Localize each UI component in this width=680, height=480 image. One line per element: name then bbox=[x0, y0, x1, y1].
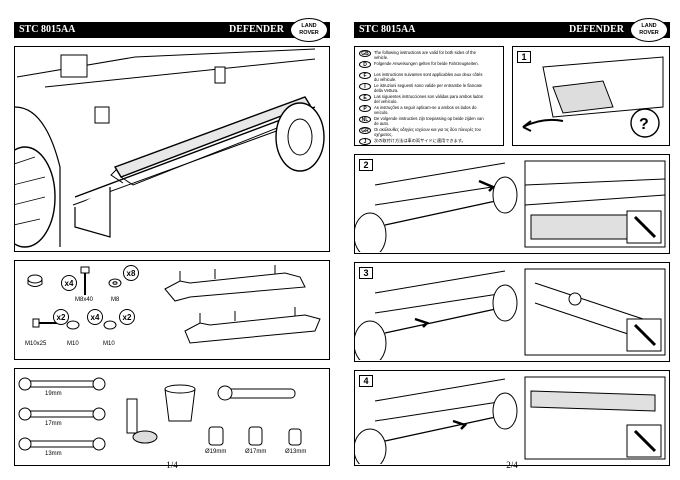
step-1-panel: 1 ? bbox=[512, 46, 670, 146]
part-label: M8x40 bbox=[75, 297, 94, 303]
step-2-panel: 2 bbox=[354, 154, 670, 254]
vehicle-side-step-illustration bbox=[14, 46, 330, 252]
step-number: 1 bbox=[517, 51, 531, 63]
part-code: STC 8015AA bbox=[359, 24, 416, 35]
page-number: 2/4 bbox=[506, 460, 518, 470]
step-number: 2 bbox=[359, 159, 373, 171]
step-number: 3 bbox=[359, 267, 373, 279]
socket-size-label: Ø19mm bbox=[205, 449, 227, 455]
qty-badge: x2 bbox=[119, 309, 135, 325]
step-2-drawing bbox=[355, 160, 666, 252]
socket-size-label: Ø17mm bbox=[245, 449, 267, 455]
wrench-size-label: 17mm bbox=[45, 421, 62, 427]
tools-panel: 19mm 17mm 13mm Ø19mm Ø17mm Ø13mm bbox=[14, 368, 330, 466]
wrench-size-label: 19mm bbox=[45, 391, 62, 397]
qty-badge: x2 bbox=[53, 309, 69, 325]
qty-badge: x8 bbox=[123, 265, 139, 281]
wrench-size-label: 13mm bbox=[45, 451, 62, 457]
parts-panel: x4 M8x40 x8 M8 x2 M10x25 x4 M10 x2 M10 bbox=[14, 260, 330, 360]
page-number: 1/4 bbox=[166, 460, 178, 470]
qty-badge: x4 bbox=[87, 309, 103, 325]
part-code: STC 8015AA bbox=[19, 24, 76, 35]
model-name: DEFENDER bbox=[568, 24, 624, 35]
part-label: M8 bbox=[111, 297, 120, 303]
step-3-panel: 3 bbox=[354, 262, 670, 362]
part-label: M10x25 bbox=[25, 341, 47, 347]
qty-badge: x4 bbox=[61, 275, 77, 291]
tools-drawing bbox=[18, 377, 302, 451]
part-label: M10 bbox=[103, 341, 115, 347]
step-4-drawing bbox=[355, 376, 666, 464]
socket-size-label: Ø13mm bbox=[285, 449, 307, 455]
step-1-drawing: ? bbox=[522, 56, 664, 138]
step-3-drawing bbox=[355, 268, 666, 360]
step-4-panel: 4 bbox=[354, 370, 670, 466]
vehicle-side-drawing bbox=[15, 48, 325, 248]
step-number: 4 bbox=[359, 375, 373, 387]
part-label: M10 bbox=[67, 341, 79, 347]
parts-drawing bbox=[27, 265, 321, 344]
svg-text:?: ? bbox=[639, 116, 649, 133]
model-name: DEFENDER bbox=[228, 24, 284, 35]
